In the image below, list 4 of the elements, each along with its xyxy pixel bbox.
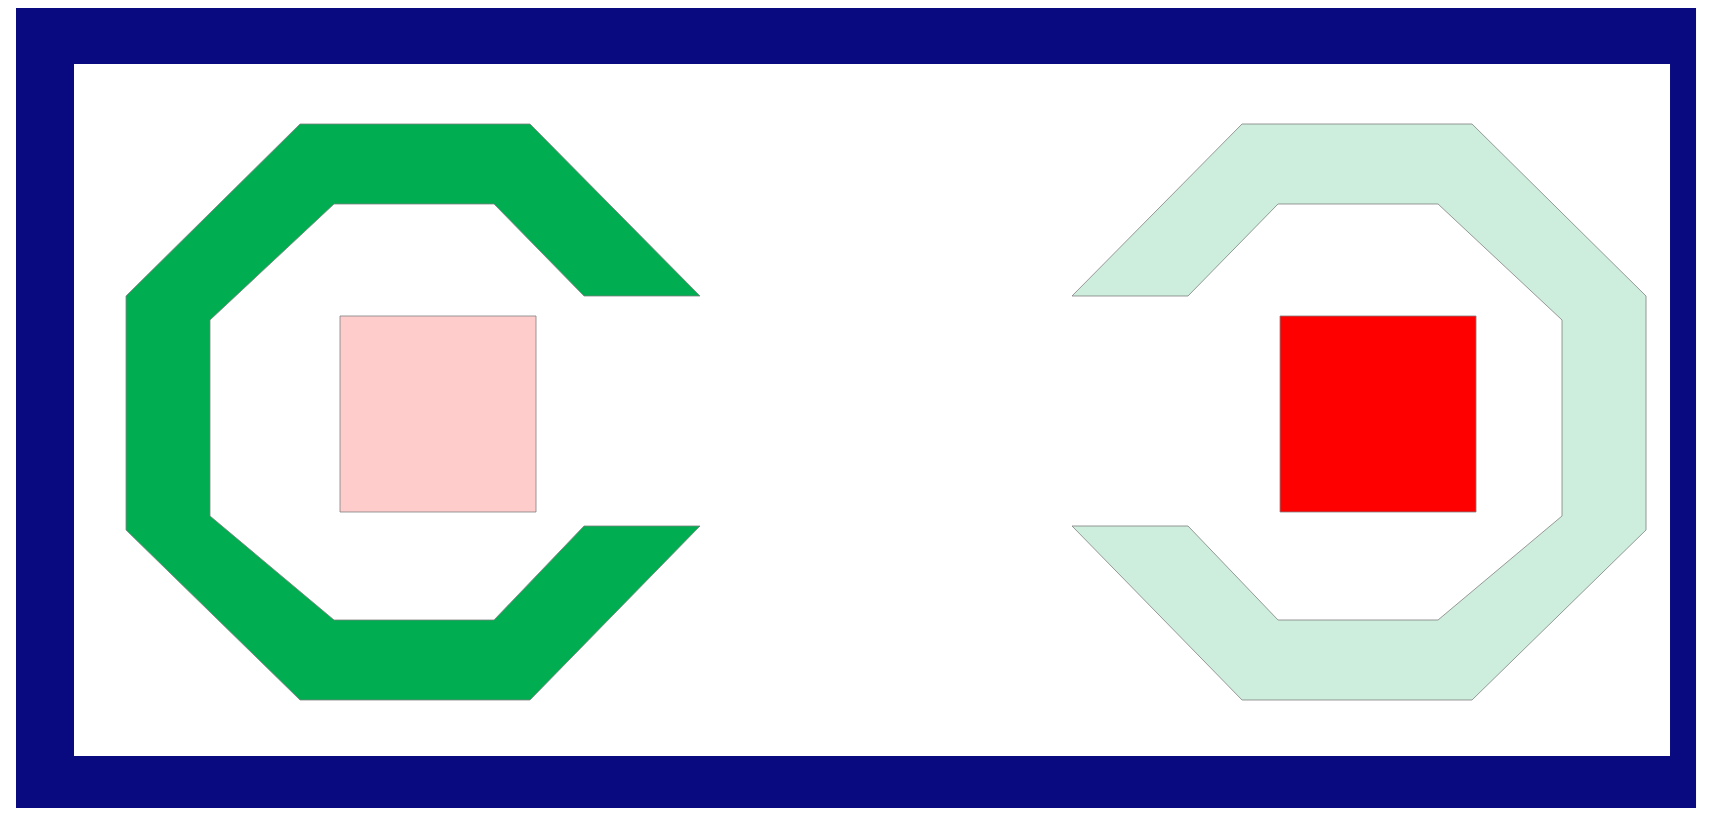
square: [1279, 315, 1477, 513]
c-shape: [1071, 123, 1647, 701]
c-shape: [125, 123, 701, 701]
square: [339, 315, 537, 513]
